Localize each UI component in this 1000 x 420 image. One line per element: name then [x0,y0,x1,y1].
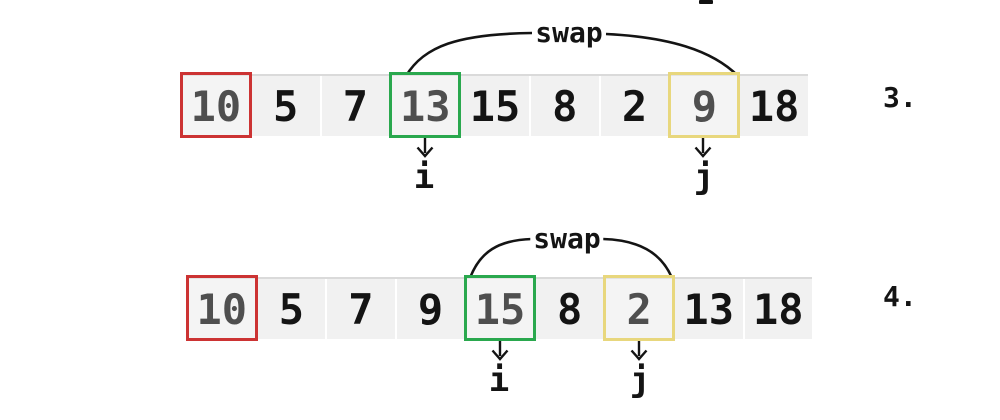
yellow-highlight-box [668,72,741,138]
array-cell: 10 [186,275,258,341]
step-number-4: 4. [883,280,917,313]
green-highlight-box [389,72,462,138]
cell-value: 10 [190,81,242,131]
cell-value: 18 [752,284,804,334]
cell-value: 8 [556,284,583,334]
array-cell: 18 [738,76,808,136]
cell-value: 13 [683,284,734,334]
swap-arc-left-step4 [468,237,533,279]
swap-label-step3: swap [532,19,606,47]
cropped-j-descender-icon [699,0,713,4]
array-cell: 18 [742,279,813,339]
i-arrow-icon-step3 [416,137,434,158]
array-cell: 9 [668,72,741,138]
array-cell: 8 [528,76,599,136]
array-cell: 7 [325,279,395,339]
j-arrow-icon-step4 [630,340,648,361]
array-cell: 15 [459,76,529,136]
j-arrow-icon-step3 [694,137,712,158]
cell-value: 8 [552,81,578,131]
pointer-j-label-step4: j [629,360,651,400]
array-cell: 2 [603,275,675,341]
red-highlight-box [186,275,258,341]
step-number-3: 3. [883,81,917,114]
cell-value: 15 [474,284,526,334]
array-cell: 5 [255,279,326,339]
cell-value: 7 [348,284,374,334]
cell-value: 18 [748,81,800,131]
array-cell: 7 [319,76,390,136]
pointer-j-label-step3: j [693,157,715,197]
cell-value: 2 [621,81,648,131]
cell-value: 13 [399,81,451,131]
cell-value: 15 [469,81,521,131]
array-cell: 13 [389,72,462,138]
array-cell: 9 [394,279,465,339]
pointer-i-label-step3: i [413,157,435,197]
cell-value: 10 [196,284,248,334]
array-cell: 10 [180,72,252,138]
green-highlight-box [464,275,536,341]
cell-value: 9 [417,284,444,334]
array-cell: 15 [464,275,536,341]
cell-value: 2 [626,284,652,334]
swap-arc-right-step3 [605,32,739,77]
swap-label-step4: swap [530,225,604,253]
array-cell: 2 [598,76,669,136]
pointer-i-label-step4: i [488,360,510,400]
cell-value: 7 [342,81,369,131]
cell-value: 5 [278,284,304,334]
swap-arc-left-step3 [404,31,533,77]
array-cell: 8 [533,279,604,339]
cell-value: 9 [691,81,717,131]
red-highlight-box [180,72,252,138]
cell-value: 5 [273,81,299,131]
swap-arc-right-step4 [602,237,674,279]
yellow-highlight-box [603,275,675,341]
i-arrow-icon-step4 [491,340,509,361]
array-cell: 13 [672,279,743,339]
array-cell: 5 [249,76,320,136]
